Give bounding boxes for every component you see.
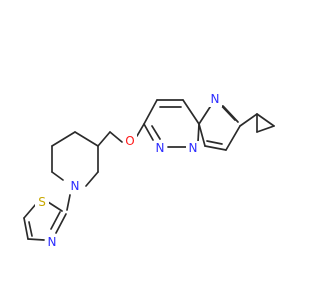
structure-drawing: N N N O N S N: [0, 0, 300, 300]
cyclopropyl-ring: [239, 113, 275, 133]
pyridazine-nitrogen-label: N: [156, 141, 165, 155]
bridgehead-nitrogen-label: N: [189, 141, 198, 155]
pyridazine-ring: [143, 99, 200, 148]
thiazole-ring: [23, 194, 71, 241]
ether-linker: [97, 123, 145, 147]
molecule-canvas: N N N O N S N: [0, 0, 300, 300]
thiazole-nitrogen-label: N: [48, 235, 57, 249]
thiazole-sulfur-label: S: [38, 195, 46, 209]
ether-oxygen-label: O: [125, 134, 134, 148]
piperidine-nitrogen-label: N: [71, 179, 80, 193]
imidazole-ring: [198, 101, 241, 151]
background: [0, 0, 300, 300]
piperidine-ring: [51, 131, 99, 187]
imidazole-nitrogen-label: N: [211, 92, 220, 106]
atom-labels: N N N O N S N: [35, 92, 222, 250]
